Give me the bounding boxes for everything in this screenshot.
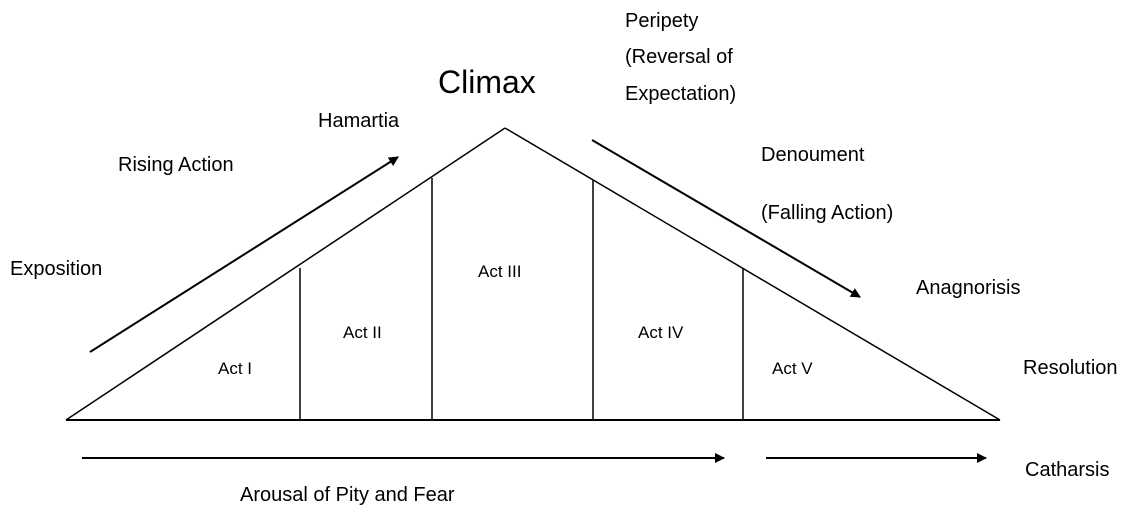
- rising-action-arrow: [89, 156, 399, 353]
- falling-action-arrow: [591, 139, 861, 298]
- peripety-label-line-3: Expectation): [625, 83, 737, 105]
- catharsis-label: Catharsis: [1025, 459, 1110, 481]
- rising-action-label: Rising Action: [118, 154, 234, 176]
- resolution-label: Resolution: [1023, 357, 1118, 379]
- hamartia-label: Hamartia: [318, 110, 400, 132]
- act-2-label: Act II: [343, 323, 382, 342]
- act-1-label: Act I: [218, 359, 253, 378]
- climax-label: Climax: [438, 64, 536, 100]
- pyramid-left-slope: [65, 127, 506, 421]
- peripety-label: Peripety: [625, 10, 699, 32]
- act-3-label: Act III: [478, 262, 522, 281]
- exposition-label: Exposition: [10, 258, 103, 280]
- act-4-label: Act IV: [638, 323, 684, 342]
- arousal-label: Arousal of Pity and Fear: [240, 484, 455, 506]
- anagnorisis-label: Anagnorisis: [916, 277, 1021, 299]
- pyramid-right-slope: [504, 127, 1001, 421]
- falling-action-label: (Falling Action): [761, 202, 894, 224]
- peripety-label-line-2: (Reversal of: [625, 46, 733, 68]
- act-5-label: Act V: [772, 359, 813, 378]
- denoument-label: Denoument: [761, 144, 865, 166]
